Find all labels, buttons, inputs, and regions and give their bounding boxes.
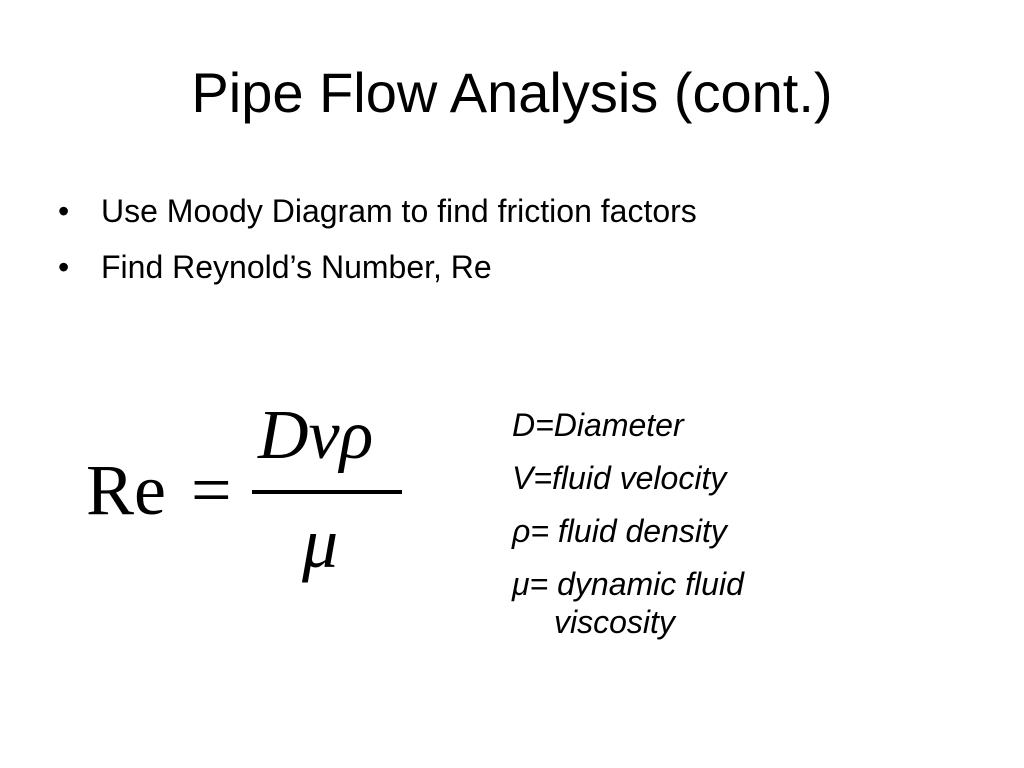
- bullet-item: • Find Reynold’s Number, Re: [58, 244, 978, 290]
- definition-item: ρ= fluid density: [512, 513, 727, 549]
- bullet-list: • Use Moody Diagram to find friction fac…: [58, 188, 978, 300]
- bullet-marker: •: [58, 193, 70, 229]
- bullet-text: Find Reynold’s Number, Re: [101, 249, 492, 285]
- bullet-text: Use Moody Diagram to find friction facto…: [101, 193, 697, 229]
- variable-definitions: D=Diameter V=fluid velocity ρ= fluid den…: [512, 406, 842, 656]
- bullet-marker: •: [58, 249, 70, 285]
- equation-numerator: Dvρ: [258, 397, 374, 474]
- definition-item: μ= dynamic fluid viscosity: [512, 566, 744, 640]
- definition-item: V=fluid velocity: [512, 460, 727, 496]
- bullet-item: • Use Moody Diagram to find friction fac…: [58, 188, 978, 234]
- definition-item: D=Diameter: [512, 407, 684, 443]
- equation-lhs: Re: [86, 450, 166, 530]
- reynolds-equation: Re = Dvρ μ: [86, 398, 416, 598]
- slide-title: Pipe Flow Analysis (cont.): [191, 61, 833, 124]
- equation-denominator: μ: [302, 503, 339, 583]
- fraction-bar: [252, 490, 402, 494]
- equation-equals-sign: =: [191, 450, 232, 530]
